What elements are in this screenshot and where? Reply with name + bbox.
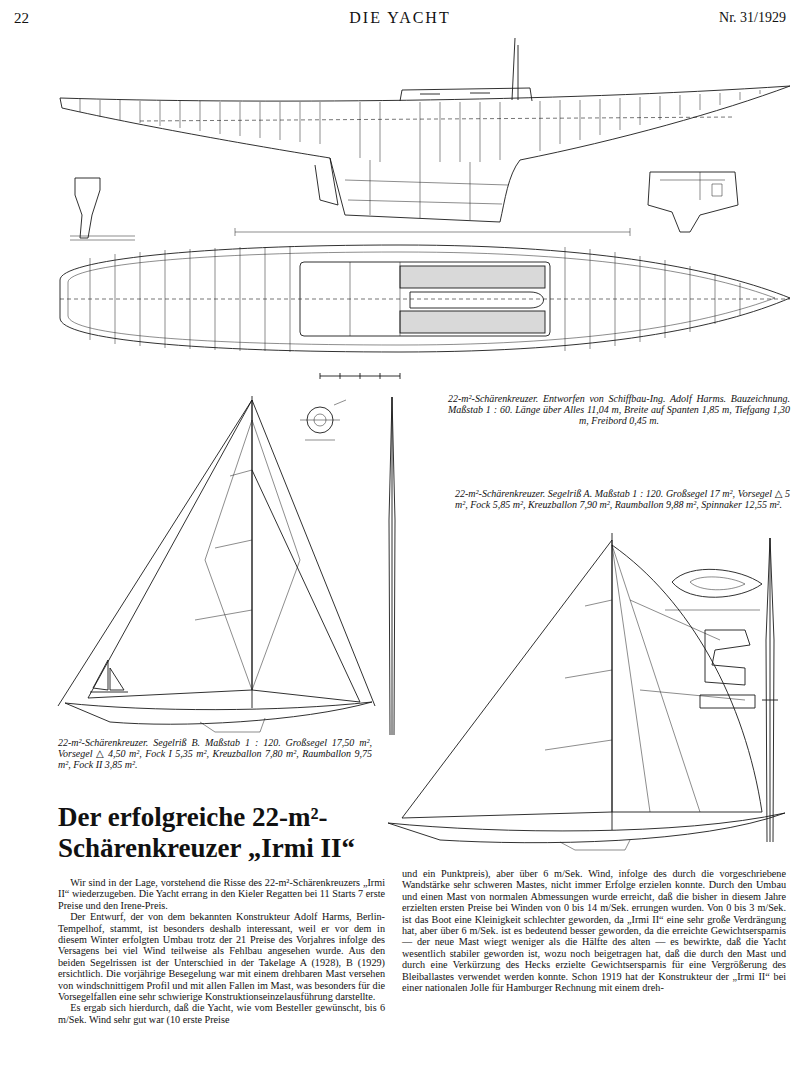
article-title: Der erfolgreiche 22-m²-Schärenkreuzer „I… bbox=[58, 802, 388, 864]
balloon-outline bbox=[58, 400, 375, 706]
sail-icon bbox=[90, 660, 128, 692]
dimension-line bbox=[235, 228, 630, 236]
figure-caption: 22-m²-Schärenkreuzer. Segelriß B. Maßsta… bbox=[58, 737, 372, 771]
stays bbox=[205, 420, 300, 690]
main-sail bbox=[88, 400, 252, 698]
center-line bbox=[60, 299, 790, 300]
cabin-outline bbox=[300, 262, 550, 336]
fitting-detail bbox=[705, 630, 750, 685]
cabin-divisions bbox=[350, 262, 400, 336]
cockpit bbox=[410, 292, 544, 308]
spinnaker-seams bbox=[612, 545, 745, 812]
fitting-detail bbox=[700, 695, 755, 708]
mast-profile bbox=[672, 569, 762, 597]
mast-section-fittings bbox=[300, 400, 346, 440]
keel bbox=[200, 718, 265, 732]
section-left bbox=[75, 178, 100, 238]
frames bbox=[80, 90, 760, 162]
page-number: 22 bbox=[14, 10, 64, 27]
cabin-floor bbox=[400, 266, 545, 288]
section-right bbox=[648, 172, 738, 232]
keel bbox=[560, 840, 630, 850]
main-sail bbox=[402, 540, 612, 818]
sheer-line bbox=[60, 86, 790, 101]
sail-plan-b bbox=[58, 396, 395, 735]
waterline bbox=[140, 117, 735, 121]
body-paragraph: Der Entwurf, der von dem bekannten Konst… bbox=[58, 911, 385, 1002]
mast-a-detail bbox=[762, 538, 778, 842]
deck-frames bbox=[90, 246, 740, 352]
cabin-window bbox=[420, 93, 490, 94]
issue-number: Nr. 31/1929 bbox=[660, 10, 786, 26]
plan-outline bbox=[60, 245, 790, 352]
hull bbox=[65, 702, 372, 724]
section-drawings bbox=[70, 172, 738, 240]
battens bbox=[545, 600, 612, 750]
sail-plan-a bbox=[388, 533, 785, 850]
hull-profile bbox=[60, 38, 790, 222]
deck-plan bbox=[60, 245, 790, 352]
hull bbox=[388, 813, 785, 843]
fore-sail bbox=[252, 470, 360, 702]
figure-caption: 22-m²-Schärenkreuzer. Segelriß A. Maßsta… bbox=[455, 488, 790, 510]
scale-bar bbox=[320, 373, 400, 379]
body-paragraph: Wir sind in der Lage, vorstehend die Ris… bbox=[58, 877, 385, 911]
figure-caption: 22-m²-Schärenkreuzer. Entworfen von Schi… bbox=[448, 393, 790, 427]
hull-bottom bbox=[60, 86, 790, 222]
body-paragraph: und ein Punktpreis), aber über 6 m/Sek. … bbox=[402, 868, 786, 993]
cabin-floor bbox=[400, 311, 545, 333]
keel-lines bbox=[345, 160, 508, 220]
rudder bbox=[315, 158, 338, 205]
body-paragraph: Es ergab sich hierdurch, daß die Yacht, … bbox=[58, 1002, 385, 1025]
mast-profile-inner bbox=[665, 577, 760, 610]
section-right-detail bbox=[660, 172, 725, 200]
battens bbox=[195, 470, 252, 620]
section-left-base bbox=[70, 236, 135, 240]
mast-b-detail bbox=[389, 397, 395, 735]
plan-inner-line bbox=[68, 252, 775, 345]
magazine-name: DIE YACHT bbox=[290, 9, 510, 27]
spinnaker bbox=[612, 545, 762, 812]
mast-stump bbox=[512, 38, 518, 100]
